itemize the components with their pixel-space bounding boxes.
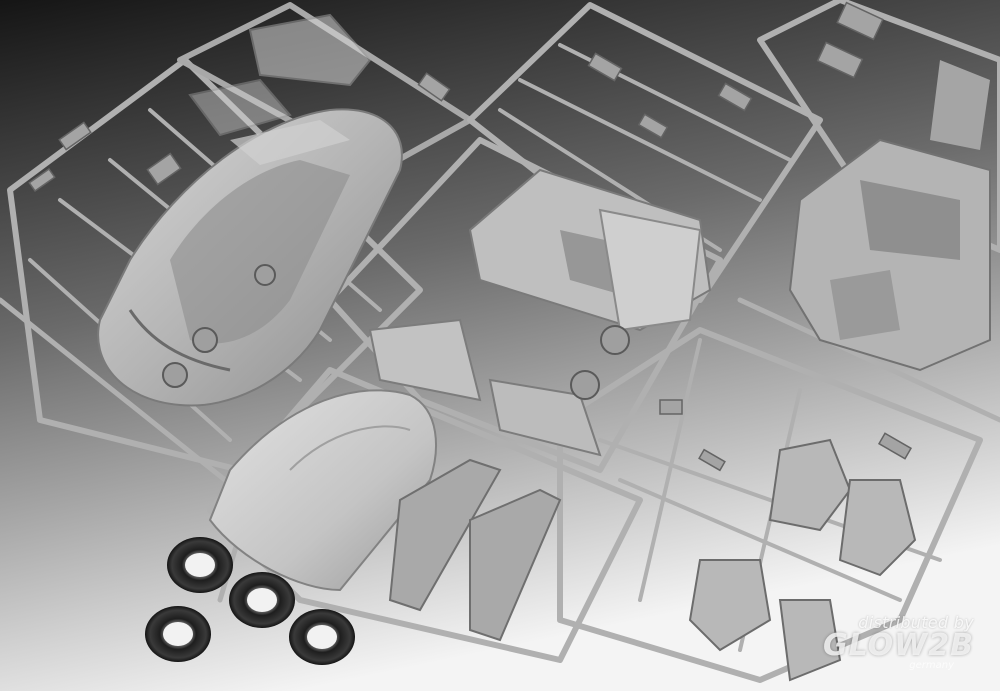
- watermark-line1: distributed by: [858, 613, 974, 632]
- small-parts: [28, 1, 913, 472]
- watermark-logo: GLOW2B: [822, 628, 974, 663]
- chassis: [788, 60, 991, 372]
- tires: [145, 537, 355, 665]
- clear-parts: [188, 13, 372, 137]
- sprue-bottom-right: [557, 327, 983, 683]
- sprue-left: [7, 57, 423, 473]
- seats: [688, 438, 917, 682]
- car-body: [97, 108, 403, 407]
- interior-tub: [468, 168, 712, 332]
- sprue-top-right: [757, 0, 1000, 253]
- hood: [208, 389, 437, 592]
- wheels: [162, 264, 630, 400]
- bumpers: [388, 458, 562, 642]
- watermark-line3: germany: [909, 660, 954, 671]
- distributor-watermark: distributed by GLOW2B germany: [814, 613, 974, 671]
- door-panels: [368, 318, 602, 457]
